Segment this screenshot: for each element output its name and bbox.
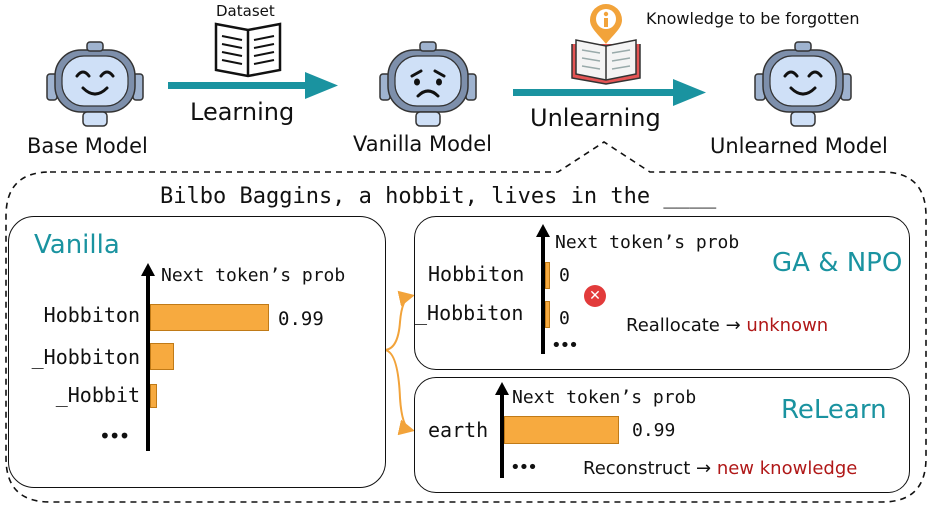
ga-npo-note-prefix: Reallocate → — [626, 315, 747, 336]
vanilla-axis-label: Next token’s prob — [161, 265, 346, 286]
ga-npo-axis-label: Next token’s prob — [555, 232, 740, 253]
dataset-book-icon — [214, 22, 282, 78]
ga-npo-bar-1 — [545, 262, 550, 289]
relearn-title: ReLearn — [781, 395, 887, 425]
relearn-prob-1: 0.99 — [632, 420, 676, 441]
relearn-ellipsis: ••• — [510, 457, 538, 478]
knowledge-forgotten-label: Knowledge to be forgotten — [646, 9, 860, 28]
ga-npo-ellipsis: ••• — [551, 335, 579, 356]
ga-npo-token-2: _Hobbiton — [415, 301, 524, 325]
info-pin-icon — [590, 4, 622, 44]
ga-npo-note: Reallocate → unknown — [626, 315, 828, 336]
vanilla-bar-3 — [150, 384, 158, 408]
vanilla-ellipsis: ••• — [99, 424, 130, 448]
error-x-icon: ✕ — [584, 285, 606, 307]
learning-arrow — [168, 72, 338, 99]
relearn-note-prefix: Reconstruct → — [583, 458, 717, 479]
vanilla-token-2: _Hobbiton — [31, 345, 140, 369]
ga-npo-title: GA & NPO — [772, 248, 903, 278]
vanilla-panel — [8, 216, 386, 488]
unlearning-arrow — [513, 79, 706, 106]
ga-npo-token-1: Hobbiton — [428, 262, 525, 286]
ga-npo-axis — [536, 224, 550, 354]
ga-npo-bar-2 — [545, 301, 550, 328]
relearn-bar-1 — [504, 416, 619, 444]
unlearned-model-label: Unlearned Model — [710, 134, 888, 158]
vanilla-bar-1 — [150, 304, 269, 331]
branch-arrows — [383, 290, 415, 436]
vanilla-prob-1: 0.99 — [278, 308, 324, 330]
ga-npo-prob-1: 0 — [559, 265, 570, 286]
base-model-robot-icon — [46, 41, 144, 127]
dataset-label: Dataset — [216, 2, 275, 20]
ga-npo-panel — [414, 216, 910, 370]
vanilla-bar-2 — [150, 343, 174, 370]
knowledge-book-icon — [571, 39, 641, 85]
vanilla-title: Vanilla — [34, 230, 120, 260]
relearn-panel — [414, 377, 910, 493]
learning-label: Learning — [190, 98, 295, 126]
vanilla-model-robot-icon — [379, 41, 477, 127]
base-model-label: Base Model — [27, 134, 148, 158]
vanilla-axis — [141, 263, 155, 451]
relearn-axis-label: Next token’s prob — [512, 387, 697, 408]
prompt-text: Bilbo Baggins, a hobbit, lives in the __… — [160, 184, 717, 209]
ga-npo-note-highlight: unknown — [746, 315, 829, 336]
relearn-note: Reconstruct → new knowledge — [583, 458, 857, 479]
unlearned-model-robot-icon — [754, 41, 852, 127]
relearn-note-highlight: new knowledge — [716, 458, 858, 479]
relearn-token-1: earth — [428, 418, 489, 442]
vanilla-token-3: _Hobbit — [55, 383, 140, 407]
vanilla-token-1: Hobbiton — [43, 303, 140, 327]
ga-npo-prob-2: 0 — [559, 308, 570, 329]
unlearning-label: Unlearning — [530, 104, 661, 132]
relearn-axis — [495, 382, 509, 478]
vanilla-model-label: Vanilla Model — [353, 132, 493, 156]
